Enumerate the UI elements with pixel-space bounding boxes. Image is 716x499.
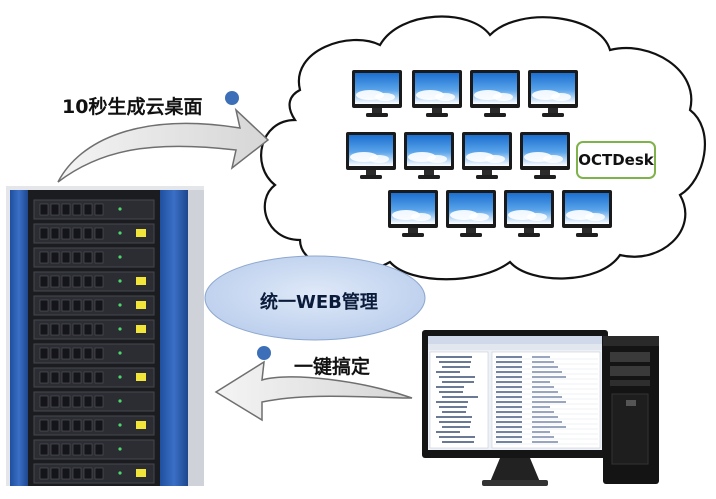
web-management-ellipse bbox=[204, 255, 426, 341]
workstation-icon bbox=[422, 330, 659, 486]
monitor-icon bbox=[412, 70, 462, 117]
upper-arrow bbox=[57, 107, 270, 183]
monitor-icon bbox=[528, 70, 578, 117]
bullet-dot-bottom bbox=[257, 346, 271, 360]
monitor-icon bbox=[446, 190, 496, 237]
caption-unified-web: 统一WEB管理 bbox=[260, 292, 378, 313]
lower-arrow bbox=[214, 360, 413, 422]
monitor-icon bbox=[346, 132, 396, 179]
monitor-icon bbox=[352, 70, 402, 117]
monitor-grid bbox=[346, 70, 612, 237]
octdesk-badge: OCTDesk bbox=[576, 141, 656, 179]
monitor-icon bbox=[404, 132, 454, 179]
monitor-icon bbox=[462, 132, 512, 179]
monitor-icon bbox=[388, 190, 438, 237]
bullet-dot-top bbox=[225, 91, 239, 105]
monitor-icon bbox=[470, 70, 520, 117]
monitor-icon bbox=[520, 132, 570, 179]
monitor-icon bbox=[562, 190, 612, 237]
monitor-icon bbox=[504, 190, 554, 237]
caption-fast-desktop: 10秒生成云桌面 bbox=[62, 96, 203, 118]
caption-one-click: 一键搞定 bbox=[294, 356, 371, 378]
server-rack-image bbox=[6, 186, 204, 486]
